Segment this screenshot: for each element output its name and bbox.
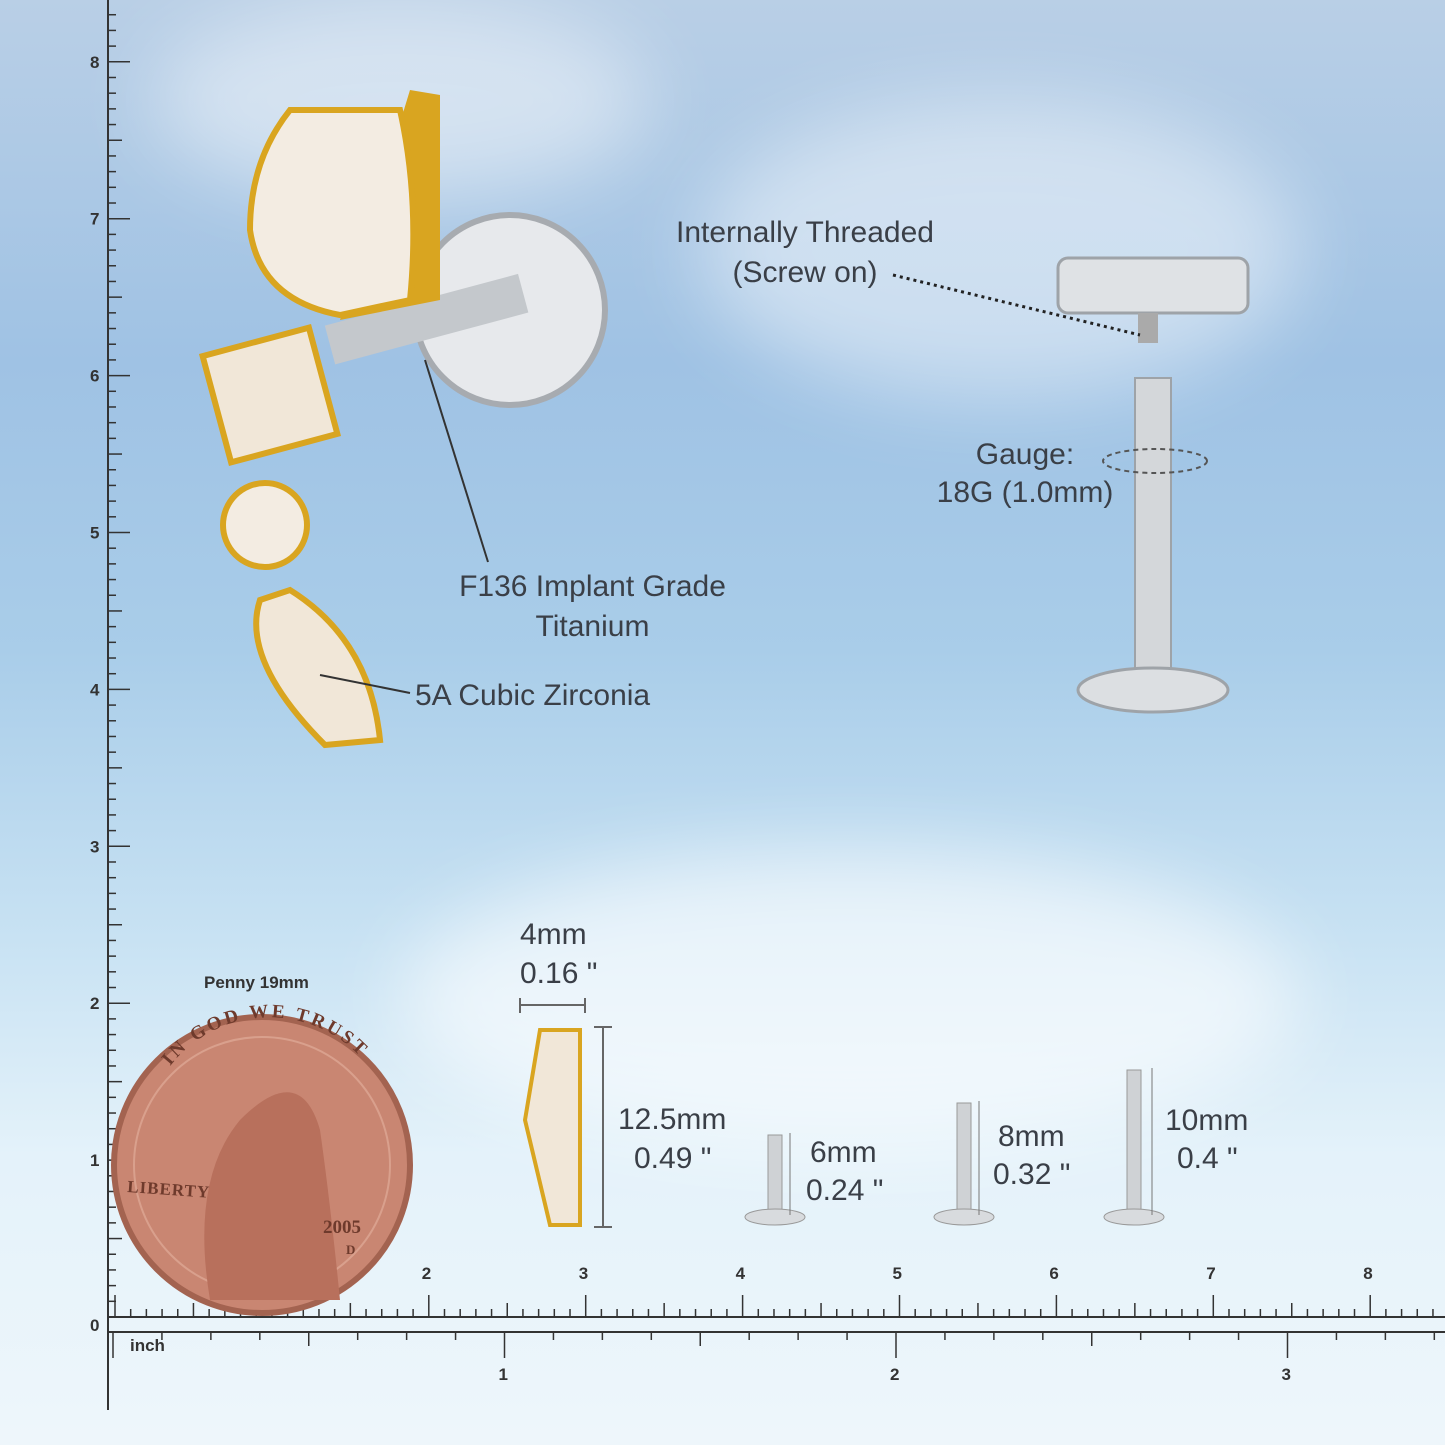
labret-post bbox=[1076, 377, 1230, 714]
label-post6-in: 0.24 " bbox=[806, 1174, 884, 1207]
penny: IN GOD WE TRUST LIBERTY 2005 D bbox=[111, 1001, 413, 1316]
threaded-top bbox=[1056, 256, 1250, 343]
h-cm-label: 7 bbox=[1206, 1264, 1215, 1283]
h-cm-label: 4 bbox=[736, 1264, 746, 1283]
label-internally-threaded: Internally Threaded bbox=[676, 216, 934, 249]
label-post8-in: 0.32 " bbox=[993, 1158, 1071, 1191]
v-cm-label: 7 bbox=[90, 210, 99, 229]
v-cm-label: 8 bbox=[90, 53, 99, 72]
penny-year: 2005 bbox=[323, 1217, 361, 1238]
v-cm-label: 1 bbox=[90, 1151, 99, 1170]
v-cm-label: 5 bbox=[90, 524, 99, 543]
post-8mm bbox=[933, 1101, 995, 1226]
v-cm-label: 3 bbox=[90, 837, 99, 856]
inch-label: 1 bbox=[499, 1365, 508, 1384]
label-gauge-value: 18G (1.0mm) bbox=[936, 476, 1114, 509]
label-screw-on: (Screw on) bbox=[732, 256, 878, 289]
label-material-1: F136 Implant Grade bbox=[459, 570, 726, 603]
v-cm-label: 0 bbox=[90, 1316, 99, 1335]
v-cm-label: 6 bbox=[90, 367, 99, 386]
penny-mint: D bbox=[346, 1242, 355, 1257]
label-width-mm: 4mm bbox=[520, 918, 587, 951]
label-stone: 5A Cubic Zirconia bbox=[415, 679, 651, 712]
ruler: 0 1 2 2 3 3 4 4 5 5 6 6 7 7 8 8 1 2 3 bbox=[90, 0, 1445, 1410]
h-cm-label: 2 bbox=[422, 1264, 431, 1283]
label-length-mm: 12.5mm bbox=[618, 1103, 727, 1136]
h-cm-label: 8 bbox=[1363, 1264, 1372, 1283]
h-cm-label: 5 bbox=[893, 1264, 902, 1283]
label-gauge: Gauge: bbox=[975, 438, 1075, 471]
inch-label: 3 bbox=[1282, 1365, 1291, 1384]
label-material-2: Titanium bbox=[535, 610, 650, 643]
cloud bbox=[700, 100, 1300, 400]
inch-label: 2 bbox=[890, 1365, 899, 1384]
h-cm-label: 6 bbox=[1049, 1264, 1058, 1283]
label-post6-mm: 6mm bbox=[810, 1136, 877, 1169]
post-6mm bbox=[744, 1133, 806, 1226]
inch-unit-label: inch bbox=[130, 1336, 165, 1355]
label-width-in: 0.16 " bbox=[520, 957, 598, 990]
v-cm-label: 4 bbox=[90, 680, 100, 699]
label-penny: Penny 19mm bbox=[204, 973, 309, 992]
h-cm-label: 3 bbox=[579, 1264, 588, 1283]
label-length-in: 0.49 " bbox=[634, 1142, 712, 1175]
earring-large bbox=[198, 90, 608, 749]
v-cm-label: 2 bbox=[90, 994, 99, 1013]
post-10mm bbox=[1103, 1068, 1165, 1226]
label-post10-mm: 10mm bbox=[1165, 1104, 1249, 1137]
label-post10-in: 0.4 " bbox=[1177, 1142, 1238, 1175]
earring-small bbox=[519, 998, 612, 1228]
label-post8-mm: 8mm bbox=[998, 1120, 1065, 1153]
